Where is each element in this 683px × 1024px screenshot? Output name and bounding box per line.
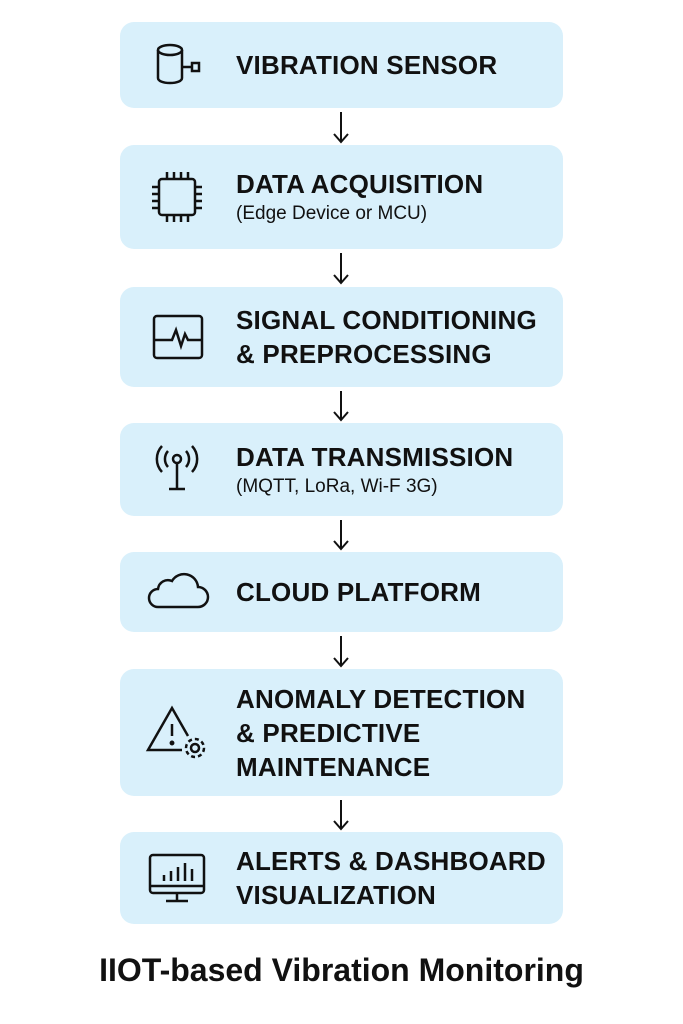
monitor-chart-icon bbox=[142, 843, 212, 913]
step-title: DATA ACQUISITION bbox=[236, 169, 484, 199]
step-title: CLOUD PLATFORM bbox=[236, 577, 481, 607]
arrow-down-icon bbox=[331, 389, 351, 422]
step-title-line: MAINTENANCE bbox=[236, 751, 431, 782]
warning-gear-icon bbox=[142, 698, 212, 768]
step-title-line: & PREPROCESSING bbox=[236, 339, 492, 369]
step-subtitle: (Edge Device or MCU) bbox=[236, 203, 428, 224]
step-signal-conditioning: SIGNAL CONDITIONING & PREPROCESSING bbox=[120, 287, 563, 387]
arrow-down-icon bbox=[331, 251, 351, 285]
step-data-acquisition: DATA ACQUISITION (Edge Device or MCU) bbox=[120, 145, 563, 249]
arrow-down-icon bbox=[331, 634, 351, 668]
step-alerts-dashboard: ALERTS & DASHBOARD VISUALIZATION bbox=[120, 832, 563, 924]
step-title-line: ALERTS & DASHBOARD bbox=[236, 846, 546, 876]
diagram-caption: IIOT-based Vibration Monitoring bbox=[99, 952, 584, 988]
arrow-down-icon bbox=[331, 110, 351, 144]
step-data-transmission: DATA TRANSMISSION (MQTT, LoRa, Wi-F 3G) bbox=[120, 423, 563, 516]
step-title-line: & PREDICTIVE bbox=[236, 717, 421, 748]
step-subtitle: (MQTT, LoRa, Wi-F 3G) bbox=[236, 475, 438, 497]
signal-icon bbox=[142, 302, 212, 372]
arrow-down-icon bbox=[331, 518, 351, 551]
antenna-icon bbox=[142, 435, 212, 505]
step-title: DATA TRANSMISSION bbox=[236, 441, 514, 472]
step-title-line: SIGNAL CONDITIONING bbox=[236, 305, 537, 335]
step-title-line: VISUALIZATION bbox=[236, 880, 436, 910]
step-cloud-platform: CLOUD PLATFORM bbox=[120, 552, 563, 632]
step-title: VIBRATION SENSOR bbox=[236, 50, 498, 80]
cloud-icon bbox=[142, 557, 212, 627]
chip-icon bbox=[142, 162, 212, 232]
sensor-icon bbox=[142, 30, 212, 100]
step-vibration-sensor: VIBRATION SENSOR bbox=[120, 22, 563, 108]
arrow-down-icon bbox=[331, 798, 351, 831]
step-title-line: ANOMALY DETECTION bbox=[236, 683, 526, 714]
